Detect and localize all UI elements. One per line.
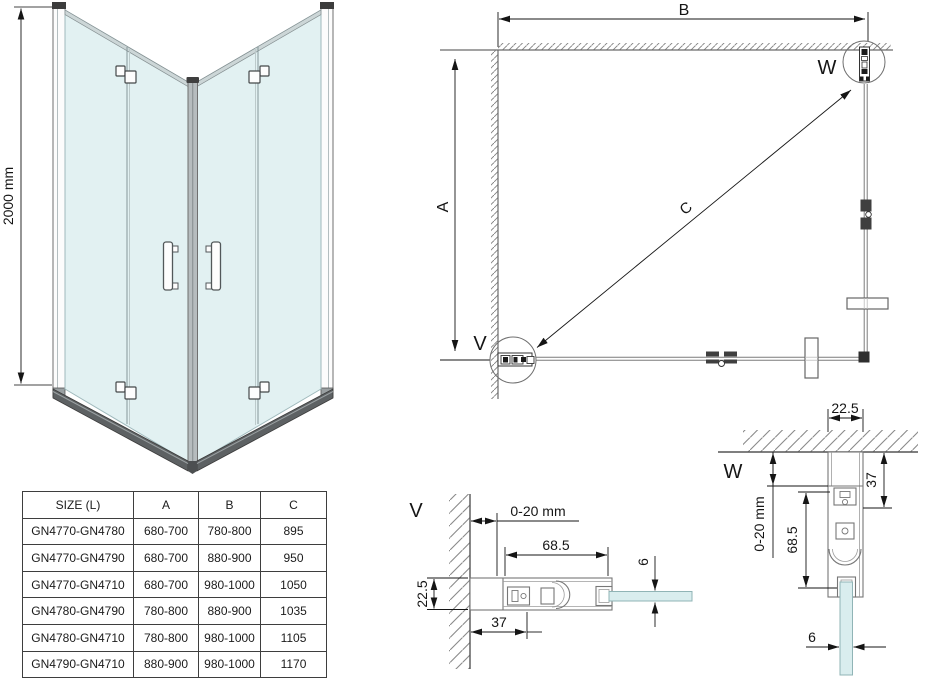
detail-v-profile (469, 577, 613, 611)
detail-w-walldepth-label: 37 (863, 472, 879, 488)
table-row: GN4780-GN4790 780-800 880-900 1035 (22, 597, 327, 625)
cell-c: 1170 (260, 650, 327, 679)
hinge-icon (115, 381, 137, 400)
detail-v-figure: V (409, 494, 693, 669)
cell-b: 980-1000 (198, 570, 261, 599)
detail-v-dimensions (427, 513, 659, 639)
cell-a: 680-700 (133, 544, 199, 572)
plan-detail-w-callout: W (818, 40, 886, 84)
iso-height-label: 2000 mm (0, 167, 16, 225)
cell-c: 1105 (260, 623, 327, 652)
plan-walls (440, 43, 893, 399)
plan-dim-a-label: A (435, 201, 452, 212)
plan-dim-b: B (497, 2, 869, 47)
header-b: B (198, 491, 261, 519)
door-handle-icon (162, 241, 179, 291)
cell-size: GN4770-GN4780 (22, 517, 134, 546)
plan-corner-connector (858, 351, 870, 363)
cell-size: GN4770-GN4710 (22, 570, 134, 599)
hinge-icon (115, 65, 137, 84)
detail-v-offset-label: 37 (491, 614, 507, 630)
table-row: GN4770-GN4780 680-700 780-800 895 (22, 517, 327, 546)
detail-w-dimensions (767, 409, 892, 651)
plan-hinge-right (860, 199, 872, 230)
detail-w-length-label: 68.5 (784, 526, 800, 553)
cell-size: GN4780-GN4710 (22, 623, 134, 652)
table-row: GN4770-GN4790 680-700 880-900 950 (22, 544, 327, 572)
plan-handle-right (846, 297, 889, 310)
detail-w-wall (718, 430, 918, 453)
cell-c: 1050 (260, 570, 327, 599)
detail-v-adjust-label: 0-20 mm (510, 503, 565, 519)
plan-hinge-bottom (706, 351, 737, 367)
iso-view-figure: 2000 mm (0, 2, 334, 474)
table-header-row: SIZE (L) A B C (22, 491, 327, 519)
iso-corner-post (186, 77, 199, 467)
detail-v-glass (608, 591, 693, 602)
plan-detail-v-callout: V (473, 333, 537, 384)
cell-b: 780-800 (198, 517, 261, 546)
cell-size: GN4780-GN4790 (22, 597, 134, 625)
plan-dim-c-label: C (676, 198, 695, 218)
hinge-icon (248, 381, 270, 400)
table-row: GN4770-GN4710 680-700 980-1000 1050 (22, 570, 327, 599)
cell-c: 1035 (260, 597, 327, 625)
plan-handle-bottom (804, 337, 819, 379)
door-handle-icon (205, 241, 222, 291)
iso-door-handles (162, 241, 222, 291)
header-c: C (260, 491, 327, 519)
cell-b: 980-1000 (198, 623, 261, 652)
plan-glass-edges (536, 84, 868, 361)
detail-v-glass-label: 6 (635, 558, 651, 566)
plan-detail-v-label: V (473, 333, 487, 355)
detail-v-length-label: 68.5 (542, 537, 569, 553)
iso-height-dimension: 2000 mm (0, 6, 52, 386)
cell-b: 880-900 (198, 597, 261, 625)
iso-bottom-rail (52, 388, 334, 474)
header-a: A (133, 491, 199, 519)
cell-c: 950 (260, 544, 327, 572)
plan-dim-b-label: B (679, 2, 690, 19)
plan-dim-c: C (536, 89, 852, 348)
hinge-icon (248, 65, 270, 84)
detail-v-wall (449, 494, 471, 669)
detail-w-adjust-label: 0-20 mm (751, 496, 767, 551)
table-row: GN4780-GN4710 780-800 980-1000 1105 (22, 623, 327, 652)
cell-a: 780-800 (133, 597, 199, 625)
plan-detail-w-label: W (818, 57, 837, 79)
header-size: SIZE (L) (22, 491, 134, 519)
table-row: GN4790-GN4710 880-900 980-1000 1170 (22, 650, 327, 679)
detail-w-width-label: 22.5 (831, 400, 858, 416)
cell-a: 680-700 (133, 517, 199, 546)
cell-a: 880-900 (133, 650, 199, 679)
cell-a: 780-800 (133, 623, 199, 652)
cell-size: GN4790-GN4710 (22, 650, 134, 679)
plan-view-figure: B A C (435, 2, 893, 399)
detail-w-figure: W (718, 400, 918, 676)
detail-w-label: W (724, 461, 743, 483)
detail-w-glass-label: 6 (808, 629, 816, 645)
iso-hinges (115, 65, 270, 400)
cell-b: 880-900 (198, 544, 261, 572)
iso-glass-panels (64, 9, 322, 463)
cell-a: 680-700 (133, 570, 199, 599)
plan-dim-a: A (435, 58, 490, 361)
detail-v-label: V (409, 500, 423, 522)
detail-v-depth-label: 22.5 (414, 580, 430, 607)
detail-w-profile (827, 451, 864, 598)
cell-c: 895 (260, 517, 327, 546)
cell-b: 980-1000 (198, 650, 261, 679)
size-spec-table: SIZE (L) A B C GN4770-GN4780 680-700 780… (22, 491, 327, 679)
cell-size: GN4770-GN4790 (22, 544, 134, 572)
detail-w-glass (839, 581, 853, 676)
